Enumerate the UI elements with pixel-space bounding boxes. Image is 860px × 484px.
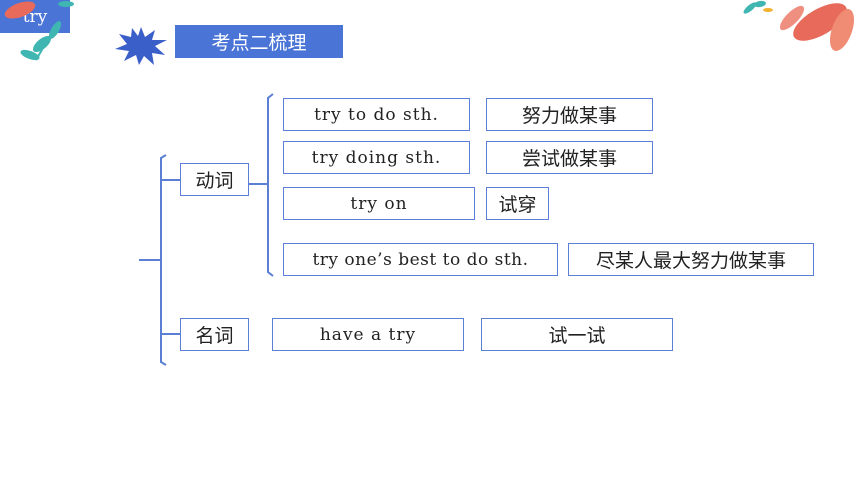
starburst-icon [115,27,167,65]
leaf-decoration-top-right [743,0,855,51]
verb-meaning-1: 努力做某事 [486,98,653,131]
leaf-decoration-top-left [4,1,74,61]
category-noun: 名词 [180,318,249,351]
verb-phrase-4: try one’s best to do sth. [283,243,558,276]
verb-phrase-3: try on [283,187,475,220]
verb-meaning-2: 尝试做某事 [486,141,653,174]
section-title: 考点二梳理 [175,25,343,58]
verb-meaning-3: 试穿 [486,187,549,220]
noun-meaning-1: 试一试 [481,318,673,351]
verb-meaning-4: 尽某人最大努力做某事 [568,243,814,276]
category-verb: 动词 [180,163,249,196]
verb-phrase-1: try to do sth. [283,98,470,131]
verb-phrase-2: try doing sth. [283,141,470,174]
noun-phrase-1: have a try [272,318,464,351]
